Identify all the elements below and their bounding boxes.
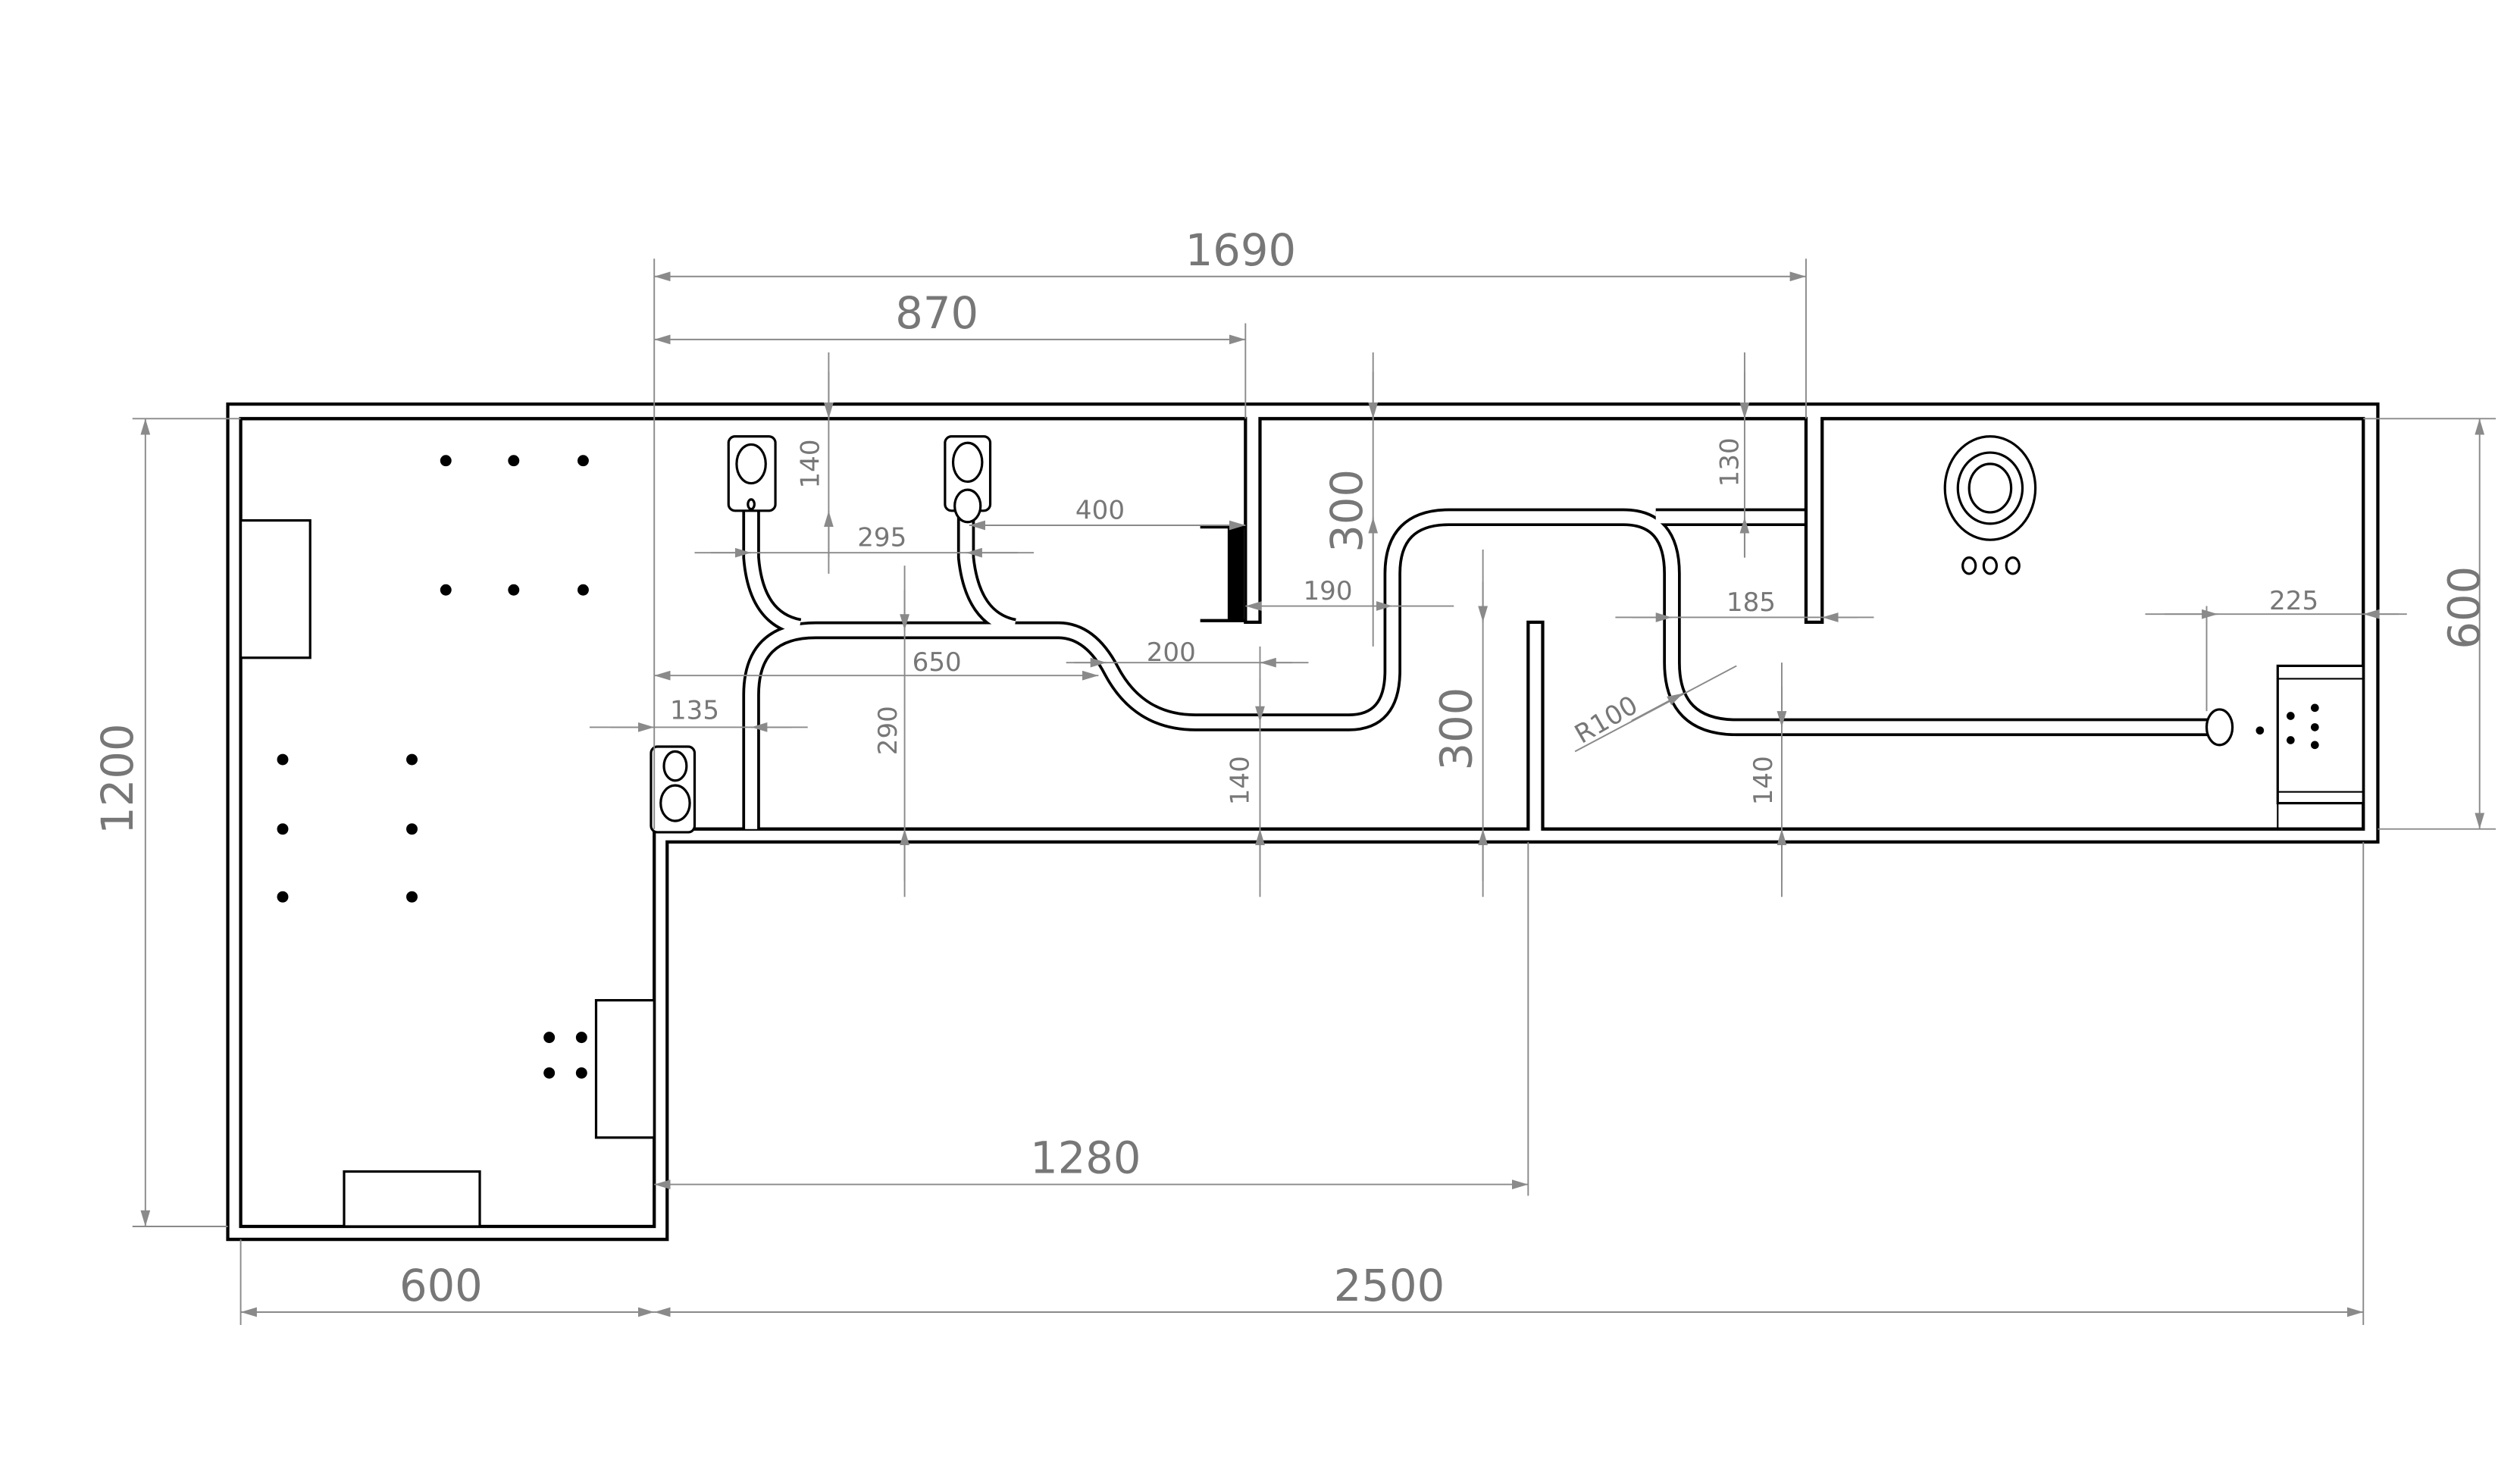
outlet-right (944, 435, 992, 524)
dim-870: 870 (895, 288, 978, 339)
dim-200: 200 (1147, 637, 1196, 668)
dim-600-right: 600 (2440, 566, 2490, 650)
left-room-features (239, 455, 656, 1228)
dimension-labels: 1690 870 1200 600 600 2500 1280 300 300 … (92, 225, 2490, 1311)
dim-400: 400 (1075, 495, 1125, 525)
dimension-lines (132, 258, 2497, 1326)
dim-600-bottom: 600 (399, 1261, 483, 1311)
dim-130: 130 (1714, 437, 1745, 487)
dim-r100: R100 (1570, 690, 1643, 750)
dim-225: 225 (2269, 586, 2318, 616)
mount-holes (277, 455, 589, 1079)
dim-140-top: 140 (796, 439, 826, 488)
dim-300-top: 300 (1322, 469, 1373, 553)
dim-295: 295 (857, 523, 906, 553)
outer-wall (226, 402, 2380, 1242)
dim-1690: 1690 (1185, 225, 1296, 276)
dim-185: 185 (1726, 587, 1776, 618)
dim-1280: 1280 (1030, 1133, 1141, 1184)
target-marker (1943, 435, 2037, 575)
dim-140-mid: 140 (1226, 756, 1256, 805)
dim-2500: 2500 (1334, 1261, 1445, 1311)
end-ball (2205, 708, 2234, 747)
dim-190: 190 (1303, 576, 1352, 606)
dim-140-right: 140 (1748, 756, 1779, 805)
dim-300-mid: 300 (1432, 688, 1482, 771)
dim-1200: 1200 (92, 723, 143, 834)
channel-path (742, 508, 2214, 829)
bracket (1200, 525, 1246, 622)
inner-wall (239, 417, 2365, 1229)
dim-135: 135 (670, 696, 719, 726)
dim-290: 290 (873, 706, 903, 755)
outlet-lower (650, 745, 697, 834)
right-panel (2255, 664, 2365, 829)
outlet-left (727, 435, 777, 512)
dim-650: 650 (913, 647, 962, 678)
